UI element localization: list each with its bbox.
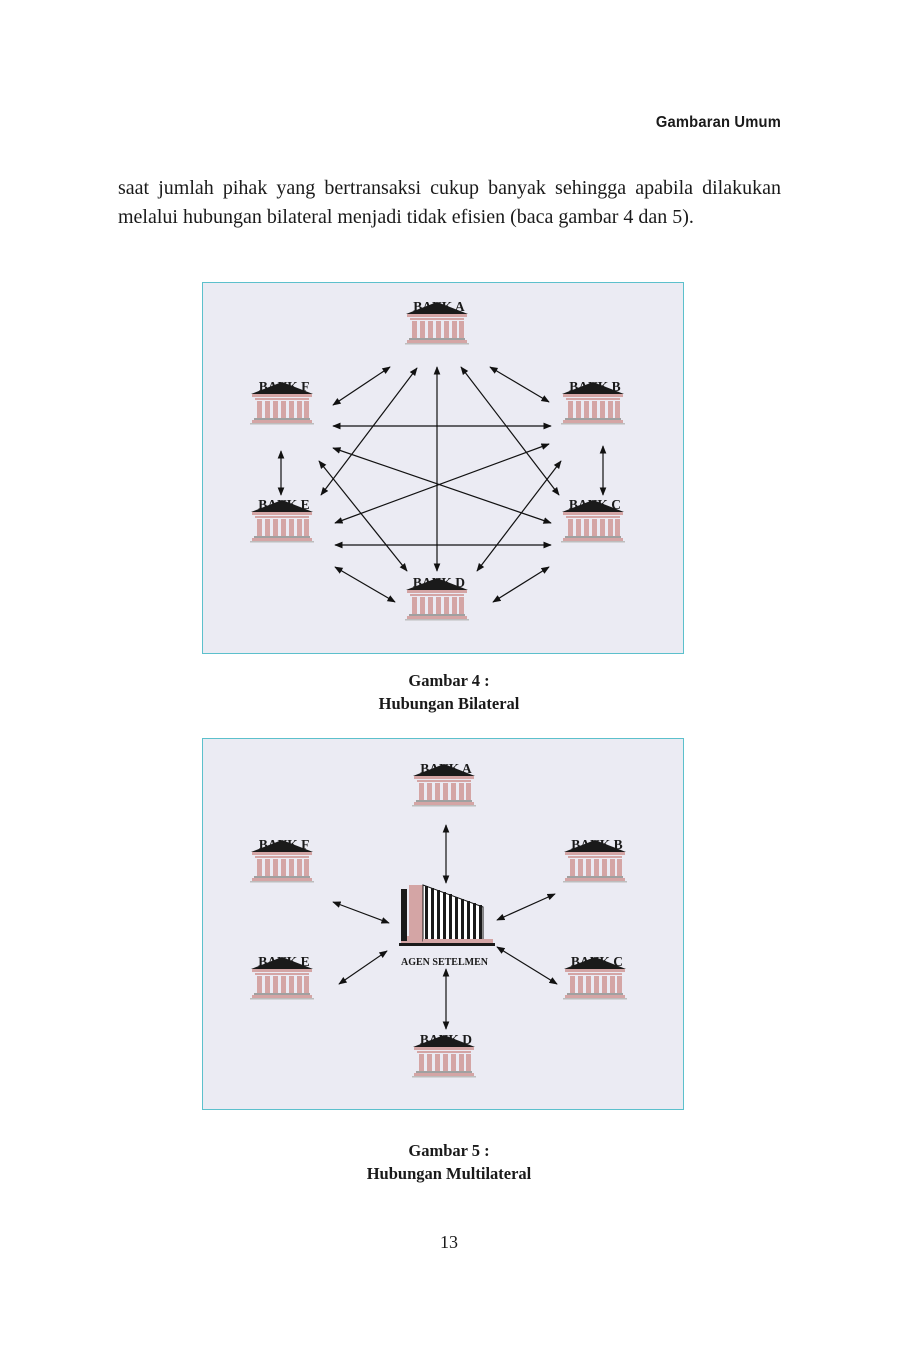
bank-building-icon: [405, 302, 469, 345]
bank-building-icon: [250, 840, 314, 883]
bank-b-node: BANK B: [560, 379, 630, 441]
arrow-f-d: [318, 460, 408, 572]
arrow-b-hub: [496, 893, 556, 921]
bank-building-icon: [405, 578, 469, 621]
bank-a-node: BANK A: [411, 761, 481, 823]
figure5-caption-number: Gambar 5 :: [408, 1141, 490, 1160]
arrow-e-d: [334, 566, 396, 603]
bank-d-node: BANK D: [404, 575, 474, 637]
bank-a-node: BANK A: [404, 299, 474, 361]
figure-multilateral-diagram: AGEN SETELMEN BANK A BANK F BANK B BANK …: [202, 738, 684, 1110]
figure4-caption-title: Hubungan Bilateral: [378, 694, 520, 713]
figure-bilateral-diagram: BANK A BANK F BANK B BANK E BANK C BANK …: [202, 282, 684, 654]
arrow-e-hub: [338, 950, 388, 985]
bank-d-node: BANK D: [411, 1032, 481, 1094]
bank-b-node: BANK B: [562, 837, 632, 899]
figure4-caption-number: Gambar 4 :: [408, 671, 490, 690]
multilateral-arrows: [332, 824, 558, 1030]
bank-f-node: BANK F: [249, 837, 319, 899]
office-tower-icon: [399, 884, 495, 946]
bank-e-node: BANK E: [249, 954, 319, 1016]
page-number: 13: [440, 1232, 458, 1252]
bank-building-icon: [561, 382, 625, 425]
bank-f-node: BANK F: [249, 379, 319, 441]
bank-building-icon: [250, 382, 314, 425]
arrow-f-hub: [332, 901, 390, 924]
bank-building-icon: [412, 1035, 476, 1078]
bank-building-icon: [250, 500, 314, 543]
bank-c-node: BANK C: [562, 954, 632, 1016]
running-header: Gambaran Umum: [655, 114, 781, 131]
bank-building-icon: [412, 764, 476, 807]
bank-c-node: BANK C: [560, 497, 630, 559]
bank-building-icon: [563, 957, 627, 1000]
bank-e-node: BANK E: [249, 497, 319, 559]
body-paragraph: saat jumlah pihak yang bertransaksi cuku…: [118, 177, 781, 228]
arrow-a-f: [332, 366, 391, 406]
arrow-c-d: [492, 566, 550, 603]
figure5-caption: Gambar 5 : Hubungan Multilateral: [0, 1139, 898, 1185]
bank-building-icon: [563, 840, 627, 883]
bilateral-arrows: [277, 366, 607, 603]
figure5-caption-title: Hubungan Multilateral: [366, 1164, 532, 1183]
bank-building-icon: [250, 957, 314, 1000]
hub-label: AGEN SETELMEN: [401, 957, 488, 968]
arrow-c-hub: [496, 946, 558, 985]
bank-building-icon: [561, 500, 625, 543]
figure4-caption: Gambar 4 : Hubungan Bilateral: [0, 669, 898, 715]
arrow-b-d: [476, 460, 562, 572]
